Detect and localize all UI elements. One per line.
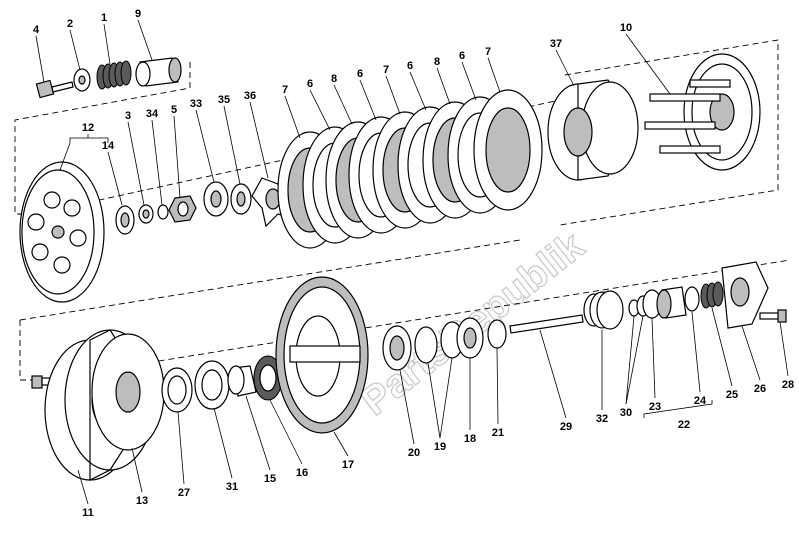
bearing-part-20 xyxy=(382,325,412,371)
callout-34: 34 xyxy=(146,108,159,120)
callout-2: 2 xyxy=(67,18,73,30)
callout-25: 25 xyxy=(726,389,738,401)
bolt-part-28 xyxy=(759,309,787,323)
bearing-part-18 xyxy=(456,317,484,359)
washer-part-27 xyxy=(161,367,193,413)
callout-14: 14 xyxy=(102,140,115,152)
callout-5: 5 xyxy=(171,104,177,116)
callout-13: 13 xyxy=(136,495,148,507)
callout-8a: 8 xyxy=(331,73,337,85)
callout-18: 18 xyxy=(464,433,476,445)
callout-22: 22 xyxy=(678,419,690,431)
callout-11: 11 xyxy=(82,507,94,519)
sleeve-part-22 xyxy=(656,286,687,319)
callout-1: 1 xyxy=(101,12,107,24)
spring-part-25 xyxy=(700,281,724,309)
callout-23: 23 xyxy=(649,401,661,413)
callout-28: 28 xyxy=(782,379,794,391)
callout-27: 27 xyxy=(178,487,190,499)
callout-36: 36 xyxy=(244,90,256,102)
washer-part-21 xyxy=(487,319,507,349)
cylinder-part-26 xyxy=(721,261,769,329)
callout-19: 19 xyxy=(434,441,446,453)
callout-12: 12 xyxy=(82,122,94,134)
cap-part-9 xyxy=(135,57,182,87)
callout-30: 30 xyxy=(620,407,632,419)
callout-9: 9 xyxy=(135,8,141,20)
callout-6b: 6 xyxy=(357,68,363,80)
cover-part-13 xyxy=(91,333,165,451)
callout-35: 35 xyxy=(218,94,230,106)
lock-washer-part-33 xyxy=(203,181,229,217)
rod-part-29 xyxy=(509,314,584,334)
callout-10: 10 xyxy=(620,22,632,34)
callout-7b: 7 xyxy=(383,64,389,76)
callout-21: 21 xyxy=(492,427,504,439)
ring-part-24 xyxy=(684,286,700,312)
bearing-part-16 xyxy=(253,355,283,401)
bolt-part-4 xyxy=(35,79,74,99)
boot-part-32 xyxy=(583,290,624,330)
gear-part-17 xyxy=(275,276,369,434)
callout-31: 31 xyxy=(226,481,238,493)
callout-labels: 4 2 1 9 12 3 34 5 33 35 36 14 7 6 8 6 7 … xyxy=(33,8,794,519)
washer-part-35 xyxy=(230,183,252,215)
callout-4: 4 xyxy=(33,24,40,36)
callout-32: 32 xyxy=(596,413,608,425)
washer-part-2 xyxy=(73,68,91,92)
bushing-part-15 xyxy=(227,365,257,397)
pressure-plate-part-12 xyxy=(19,161,105,303)
callout-26: 26 xyxy=(754,383,766,395)
spring-part-1 xyxy=(96,60,132,90)
callout-3: 3 xyxy=(125,110,131,122)
callout-16: 16 xyxy=(296,467,308,479)
hub-part-37 xyxy=(547,79,639,181)
callout-7c: 7 xyxy=(485,46,491,58)
nut-part-5 xyxy=(168,195,197,223)
callout-6d: 6 xyxy=(459,50,465,62)
bearing-part-14 xyxy=(115,205,135,235)
leader-lines xyxy=(35,19,789,505)
callout-8b: 8 xyxy=(434,56,440,68)
callout-6a: 6 xyxy=(307,78,313,90)
ring-part-19a xyxy=(414,326,438,364)
bushing-part-3 xyxy=(138,204,154,224)
callout-20: 20 xyxy=(408,447,420,459)
clutch-disc-stack xyxy=(277,89,543,249)
callout-6c: 6 xyxy=(407,60,413,72)
callout-17: 17 xyxy=(342,459,354,471)
callout-15: 15 xyxy=(264,473,276,485)
callout-33: 33 xyxy=(190,98,202,110)
spacer-part-31 xyxy=(194,360,230,410)
callout-29: 29 xyxy=(560,421,572,433)
ring-part-34 xyxy=(157,204,169,220)
drum-part-10 xyxy=(644,53,761,171)
callout-37: 37 xyxy=(550,38,562,50)
callout-7a: 7 xyxy=(282,84,288,96)
callout-24: 24 xyxy=(694,395,707,407)
